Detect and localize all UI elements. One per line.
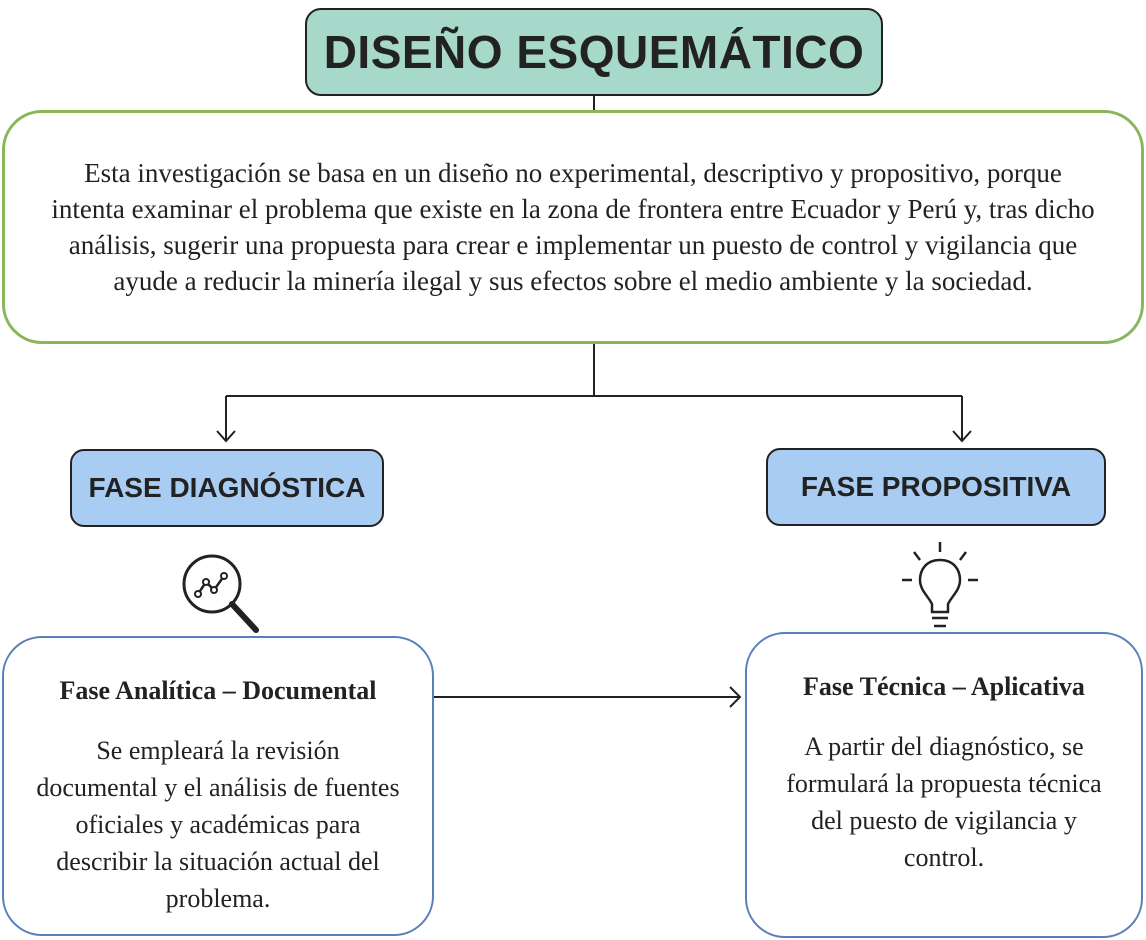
summary-box: Esta investigación se basa en un diseño … — [2, 110, 1144, 344]
phase-propositive-box: FASE PROPOSITIVA — [766, 448, 1106, 526]
phase-diagnostic-box: FASE DIAGNÓSTICA — [70, 449, 384, 527]
right-arrowhead — [952, 430, 972, 443]
technical-applicative-text: A partir del diagnóstico, se formulará l… — [786, 732, 1102, 872]
analytic-documental-title: Fase Analítica – Documental — [59, 676, 377, 705]
summary-text: Esta investigación se basa en un diseño … — [51, 158, 1095, 296]
technical-applicative-box: Fase Técnica – Aplicativa A partir del d… — [745, 632, 1143, 938]
lightbulb-icon — [902, 542, 978, 628]
analytic-documental-box: Fase Analítica – Documental Se empleará … — [2, 636, 434, 936]
phase-diagnostic-label: FASE DIAGNÓSTICA — [88, 472, 366, 503]
phase-link-arrowhead — [729, 686, 742, 708]
analytic-documental-text: Se empleará la revisión documental y el … — [36, 736, 400, 913]
left-arrowhead — [216, 430, 236, 443]
title-box: DISEÑO ESQUEMÁTICO — [305, 8, 883, 96]
diagram-title: DISEÑO ESQUEMÁTICO — [323, 26, 865, 78]
phase-propositive-label: FASE PROPOSITIVA — [800, 471, 1072, 502]
magnifier-chart-icon — [182, 554, 259, 633]
technical-applicative-title: Fase Técnica – Aplicativa — [803, 672, 1085, 701]
